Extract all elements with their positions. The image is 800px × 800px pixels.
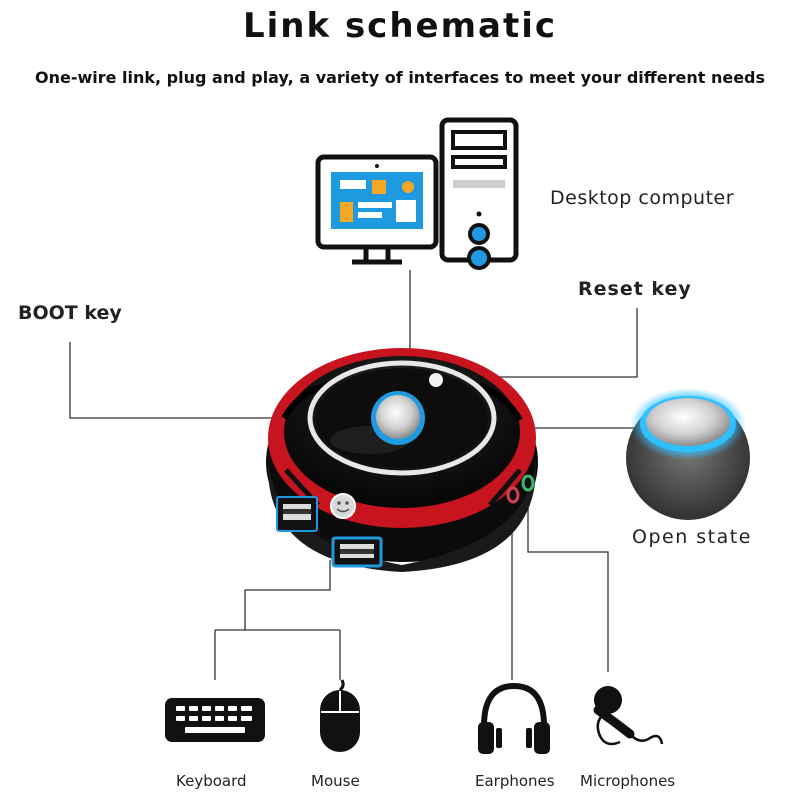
label-keyboard: Keyboard <box>176 772 247 790</box>
pc-tower-icon <box>439 117 519 270</box>
line-microphones <box>527 500 609 672</box>
label-open-state: Open state <box>632 526 752 548</box>
label-microphones: Microphones <box>580 772 676 790</box>
audio-jacks <box>506 474 535 504</box>
microphone-icon <box>593 686 664 746</box>
label-boot-key: BOOT key <box>18 302 122 324</box>
line-keyboard-mouse <box>214 629 341 680</box>
diagram-subtitle: One-wire link, plug and play, a variety … <box>34 68 766 87</box>
line-usb-hub <box>244 560 331 630</box>
headphones-icon <box>478 682 550 754</box>
smiley-logo <box>330 493 356 519</box>
mouse-icon <box>320 679 360 752</box>
diagram-title: Link schematic <box>242 6 558 46</box>
usb-port-side <box>276 496 318 532</box>
label-earphones: Earphones <box>475 772 555 790</box>
open-state-button <box>626 388 750 520</box>
label-mouse: Mouse <box>311 772 360 790</box>
usb-port-front <box>331 536 383 568</box>
label-desktop-computer: Desktop computer <box>550 187 735 209</box>
monitor-icon <box>315 154 439 265</box>
label-reset-key: Reset key <box>578 278 692 300</box>
keyboard-icon <box>165 698 265 742</box>
usb-switch-device <box>266 348 538 572</box>
